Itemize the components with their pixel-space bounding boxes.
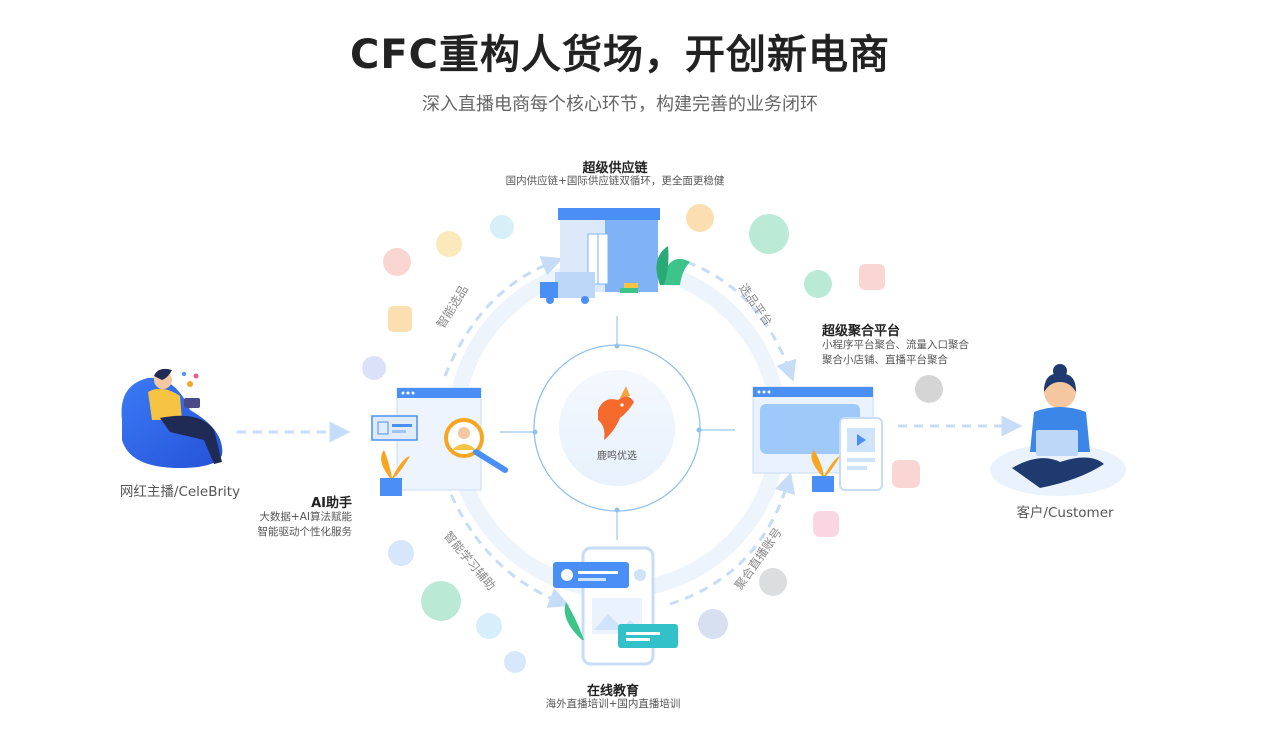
video-app-icon (859, 264, 885, 290)
education-desc: 海外直播培训+国内直播培训 (545, 698, 681, 710)
amazon-icon (686, 204, 714, 232)
ai-assistant-desc-line1: 大数据+AI算法赋能 (259, 511, 352, 523)
twitter-icon (476, 613, 502, 639)
arc-top-left (443, 255, 563, 377)
ai-assistant-desc-line2: 智能驱动个性化服务 (257, 526, 353, 538)
dropbox-icon (504, 651, 526, 673)
instagram-icon (813, 511, 839, 537)
paw-icon (362, 356, 386, 380)
tiktok-icon (915, 375, 943, 403)
facebook-icon (698, 609, 728, 639)
whatsapp-icon (421, 581, 461, 621)
weibo-icon (383, 248, 411, 276)
shopee-icon (388, 306, 412, 332)
celebrity-illustration (121, 368, 223, 468)
aggregation-desc-line2: 聚合小店铺、直播平台聚合 (822, 354, 948, 366)
flow-arcs (237, 255, 1023, 608)
center-hub (500, 316, 735, 540)
ai-assistant-illustration (371, 387, 508, 496)
customer-illustration (990, 364, 1126, 496)
ai-assistant-title: AI助手 (311, 496, 352, 511)
share-icon (490, 215, 514, 239)
warehouse-illustration (540, 208, 690, 304)
center-hub-label: 鹿鸣优选 (597, 451, 637, 462)
customer-label: 客户/Customer (1016, 505, 1114, 521)
scattered-app-icons (362, 204, 943, 673)
page-title: CFC重构人货场，开创新电商 (349, 32, 891, 78)
aggregation-title: 超级聚合平台 (822, 324, 901, 339)
aggregation-desc-line1: 小程序平台聚合、流量入口聚合 (822, 339, 969, 351)
arc-bottom-left (443, 479, 570, 608)
supply-chain-desc: 国内供应链+国际供应链双循环，更全面更稳健 (505, 175, 725, 187)
arc-bottom-right (669, 471, 796, 606)
lalamove-icon (892, 460, 920, 488)
supply-chain-title: 超级供应链 (582, 161, 648, 176)
wechat-icon (804, 270, 832, 298)
arc-top-right (686, 260, 797, 382)
page-subtitle: 深入直播电商每个核心环节，构建完善的业务闭环 (422, 94, 818, 115)
brand-logo-icon (598, 386, 634, 440)
platform-illustration (752, 386, 883, 492)
line-icon (749, 214, 789, 254)
celebrity-label: 网红主播/CeleBrity (119, 484, 241, 500)
qq-icon (759, 568, 787, 596)
messenger-icon (388, 540, 414, 566)
education-illustration (553, 546, 678, 666)
education-title: 在线教育 (586, 684, 639, 699)
bear-icon (436, 231, 462, 257)
